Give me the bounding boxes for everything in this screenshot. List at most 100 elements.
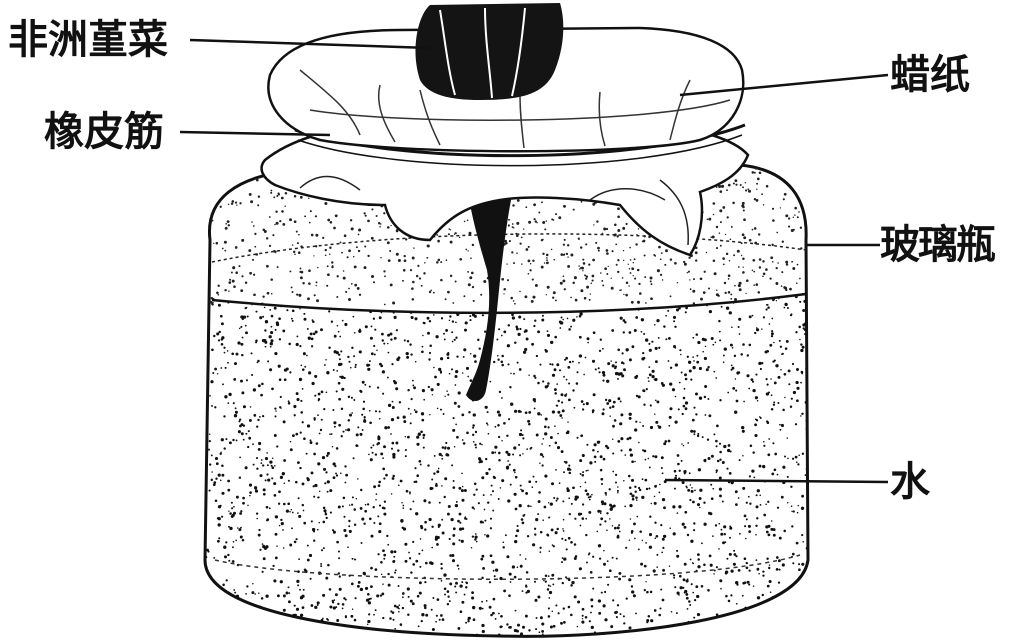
stipple-dot [506,435,508,437]
stipple-dot [355,364,357,366]
stipple-dot [716,293,719,296]
stipple-dot [766,308,768,310]
stipple-dot [288,402,291,405]
stipple-dot [552,410,555,413]
stipple-dot [635,612,637,614]
stipple-dot [654,496,656,498]
stipple-dot [797,463,799,465]
stipple-dot [317,267,319,269]
stipple-dot [618,578,621,581]
label-rubber-band: 橡皮筋 [44,112,164,152]
stipple-dot [277,266,279,268]
stipple-dot [452,302,454,304]
stipple-dot [539,364,541,366]
stipple-dot [583,262,586,265]
stipple-dot [458,391,461,394]
stipple-dot [532,279,534,281]
stipple-dot [241,621,243,623]
stipple-dot [707,589,710,592]
stipple-dot [421,412,424,415]
stipple-dot [713,202,716,205]
stipple-dot [369,421,372,424]
stipple-dot [638,228,639,229]
stipple-dot [382,549,385,552]
stipple-dot [338,550,340,552]
stipple-dot [410,269,412,271]
stipple-dot [342,505,344,507]
stipple-dot [553,497,555,499]
stipple-dot [555,213,557,215]
stipple-dot [593,224,594,225]
stipple-dot [467,219,469,221]
stipple-dot [567,256,568,257]
stipple-dot [387,544,389,546]
stipple-dot [343,277,346,280]
stipple-dot [514,629,517,632]
stipple-dot [484,520,486,522]
stipple-dot [258,534,261,537]
stipple-dot [321,419,323,421]
stipple-dot [606,530,608,532]
stipple-dot [691,490,694,493]
stipple-dot [585,489,588,492]
stipple-dot [799,278,801,280]
stipple-dot [218,339,220,341]
stipple-dot [669,566,670,567]
stipple-dot [687,489,690,492]
stipple-dot [323,547,325,549]
stipple-dot [353,256,354,257]
stipple-dot [775,364,778,367]
stipple-dot [342,603,345,606]
stipple-dot [547,426,549,428]
stipple-dot [319,433,321,435]
stipple-dot [516,222,519,225]
stipple-dot [308,269,311,272]
stipple-dot [742,430,745,433]
stipple-dot [688,621,690,623]
stipple-dot [349,637,351,639]
stipple-dot [267,292,270,295]
stipple-dot [687,356,689,358]
stipple-dot [641,331,643,333]
stipple-dot [631,301,634,304]
stipple-dot [451,368,453,370]
stipple-dot [261,459,263,461]
stipple-dot [641,318,644,321]
stipple-dot [510,297,513,300]
stipple-dot [623,260,624,261]
stipple-dot [405,238,407,240]
stipple-dot [668,360,670,362]
stipple-dot [294,605,296,607]
stipple-dot [773,401,775,403]
stipple-dot [623,331,625,333]
stipple-dot [599,524,601,526]
stipple-dot [763,441,765,443]
stipple-dot [344,234,347,237]
stipple-dot [541,266,544,269]
stipple-dot [500,615,503,618]
stipple-dot [332,409,334,411]
stipple-dot [233,613,236,616]
stipple-dot [508,594,511,597]
stipple-dot [423,499,426,502]
stipple-dot [665,315,667,317]
stipple-dot [605,445,608,448]
stipple-dot [415,361,417,363]
stipple-dot [224,352,226,354]
stipple-dot [561,450,564,453]
stipple-dot [392,401,394,403]
stipple-dot [707,366,709,368]
stipple-dot [396,329,398,331]
stipple-dot [354,265,357,268]
stipple-dot [416,443,419,446]
stipple-dot [528,246,530,248]
stipple-dot [692,592,694,594]
stipple-dot [239,457,241,459]
stipple-dot [263,488,266,491]
stipple-dot [603,458,606,461]
stipple-dot [648,343,650,345]
stipple-dot [413,247,414,248]
stipple-dot [216,292,219,295]
stipple-dot [485,406,488,409]
stipple-dot [657,269,660,272]
